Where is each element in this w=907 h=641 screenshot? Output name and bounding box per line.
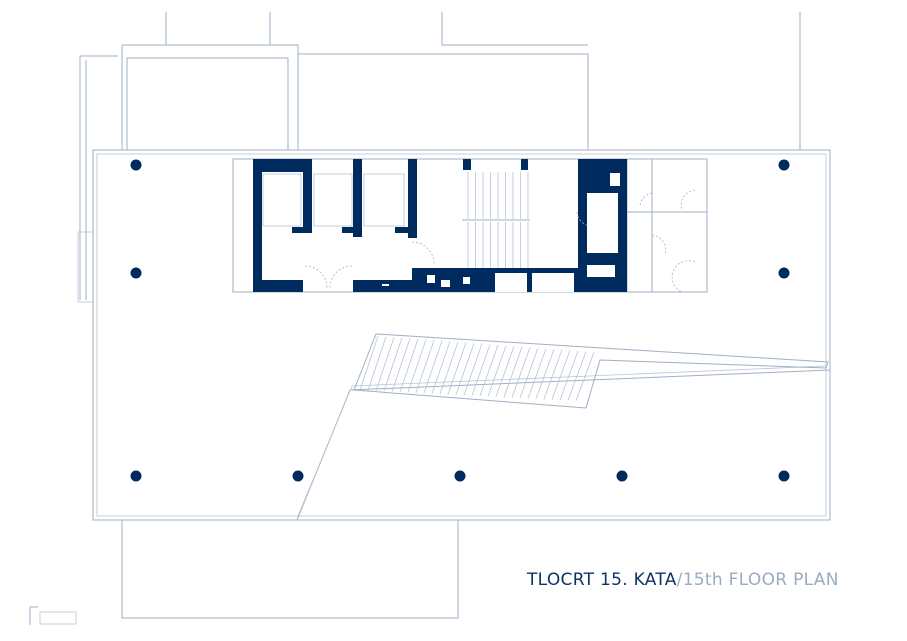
stair-tread	[455, 343, 475, 395]
stair-tread	[463, 343, 483, 396]
stair-tread	[383, 337, 403, 392]
stair-tread	[559, 350, 579, 401]
stair-tread	[511, 347, 531, 398]
stair-tread	[399, 338, 419, 393]
stair-tread	[487, 345, 507, 397]
title-separator: /	[676, 570, 683, 590]
columns	[130, 159, 790, 482]
column	[130, 267, 142, 279]
floor-slab	[92, 149, 831, 521]
diagonal-stair	[359, 335, 595, 401]
stair-core	[462, 172, 530, 268]
stair-tread	[359, 335, 379, 391]
stair-tread	[407, 339, 427, 393]
column	[778, 159, 790, 171]
column	[616, 470, 628, 482]
stair-tread	[535, 349, 555, 399]
stair-tread	[495, 346, 515, 397]
stair-tread	[423, 340, 443, 394]
column	[130, 159, 142, 171]
column	[292, 470, 304, 482]
stair-tread	[519, 347, 539, 399]
stair-tread	[527, 348, 547, 399]
column	[778, 267, 790, 279]
stair-tread	[575, 352, 595, 401]
stair-tread	[543, 349, 563, 400]
stair-tread	[431, 341, 451, 394]
stair-tread	[551, 350, 571, 400]
stair-tread	[415, 340, 435, 393]
stair-tread	[367, 336, 387, 391]
stair-tread	[375, 337, 395, 391]
core	[232, 158, 708, 293]
column	[454, 470, 466, 482]
stair-tread	[447, 342, 467, 395]
title-english: 15th FLOOR PLAN	[682, 570, 839, 590]
stair-tread	[567, 351, 587, 401]
context-outlines	[29, 12, 801, 625]
stair-tread	[391, 338, 411, 392]
plan-title: TLOCRT 15. KATA/15th FLOOR PLAN	[527, 570, 839, 590]
title-croatian: TLOCRT 15. KATA	[527, 570, 677, 590]
column	[778, 470, 790, 482]
stair-tread	[439, 341, 459, 395]
stair-tread	[503, 346, 523, 398]
stair-tread	[479, 344, 499, 397]
column	[130, 470, 142, 482]
stair-tread	[471, 344, 491, 396]
